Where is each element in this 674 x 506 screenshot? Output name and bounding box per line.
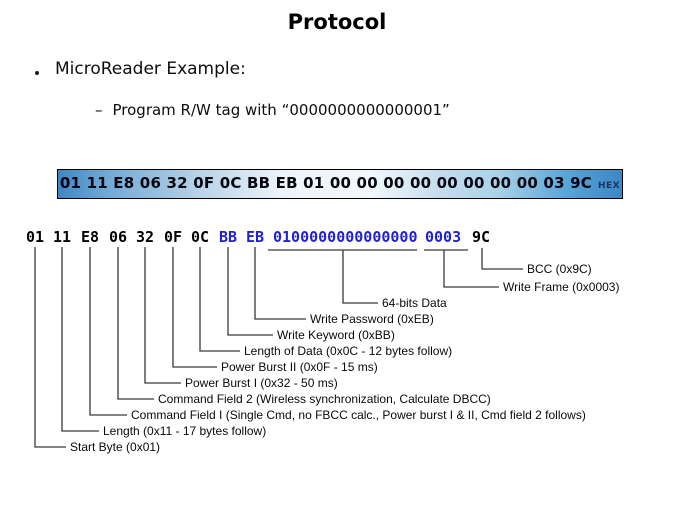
byte-token: 06 xyxy=(109,228,128,246)
byte-token: EB xyxy=(246,228,265,246)
byte-token: 0C xyxy=(191,228,210,246)
annotation-label: Length (0x11 - 17 bytes follow) xyxy=(103,424,267,438)
annotation-label: Start Byte (0x01) xyxy=(70,440,161,454)
annotation-label: Power Burst I (0x32 - 50 ms) xyxy=(185,376,338,390)
hex-frame-bytes: 01 11 E8 06 32 0F 0C BB EB 01 00 00 00 0… xyxy=(59,174,592,192)
leader-line xyxy=(481,248,523,270)
byte-token: E8 xyxy=(81,228,100,246)
byte-token: BB xyxy=(219,228,238,246)
page-title: Protocol xyxy=(287,10,387,34)
byte-token: 9C xyxy=(472,228,491,246)
annotation-label: Length of Data (0x0C - 12 bytes follow) xyxy=(244,344,453,358)
hex-frame-bar: 01 11 E8 06 32 0F 0C BB EB 01 00 00 00 0… xyxy=(57,169,623,199)
annotation-label: Command Field I (Single Cmd, no FBCC cal… xyxy=(131,408,586,422)
annotation-label: BCC (0x9C) xyxy=(527,262,592,276)
leader-line xyxy=(199,247,240,352)
leader-line xyxy=(254,247,306,320)
leader-line xyxy=(443,250,499,288)
byte-token: 0F xyxy=(164,228,183,246)
sub-bullet-dash: – xyxy=(95,101,103,119)
byte-token: 0003 xyxy=(425,228,462,246)
annotation-label: Write Password (0xEB) xyxy=(310,312,434,326)
leader-line xyxy=(89,247,127,416)
byte-token: 01 xyxy=(26,228,45,246)
byte-token: 32 xyxy=(136,228,155,246)
byte-token: 11 xyxy=(53,228,72,246)
sub-bullet-text: Program R/W tag with “0000000000000001” xyxy=(112,101,450,119)
annotation-label: Write Keyword (0xBB) xyxy=(277,328,395,342)
leader-line xyxy=(227,247,273,336)
annotation-label: Power Burst II (0x0F - 15 ms) xyxy=(221,360,378,374)
bullet-main-text: MicroReader Example: xyxy=(55,59,246,79)
leader-line xyxy=(172,247,217,368)
byte-token: 0100000000000000 xyxy=(273,228,418,246)
leader-line xyxy=(61,247,99,432)
leader-line xyxy=(144,247,181,384)
annotation-label: 64-bits Data xyxy=(382,296,447,310)
bullet-dot-icon xyxy=(35,71,39,75)
annotation-label: Command Field 2 (Wireless synchronizatio… xyxy=(158,392,491,406)
leader-line xyxy=(342,250,378,304)
sub-bullet: –Program R/W tag with “0000000000000001” xyxy=(95,101,450,119)
annotation-label: Write Frame (0x0003) xyxy=(503,280,620,294)
hex-unit-label: HEX xyxy=(597,181,621,191)
leader-line xyxy=(34,247,66,448)
leader-line xyxy=(117,247,154,400)
